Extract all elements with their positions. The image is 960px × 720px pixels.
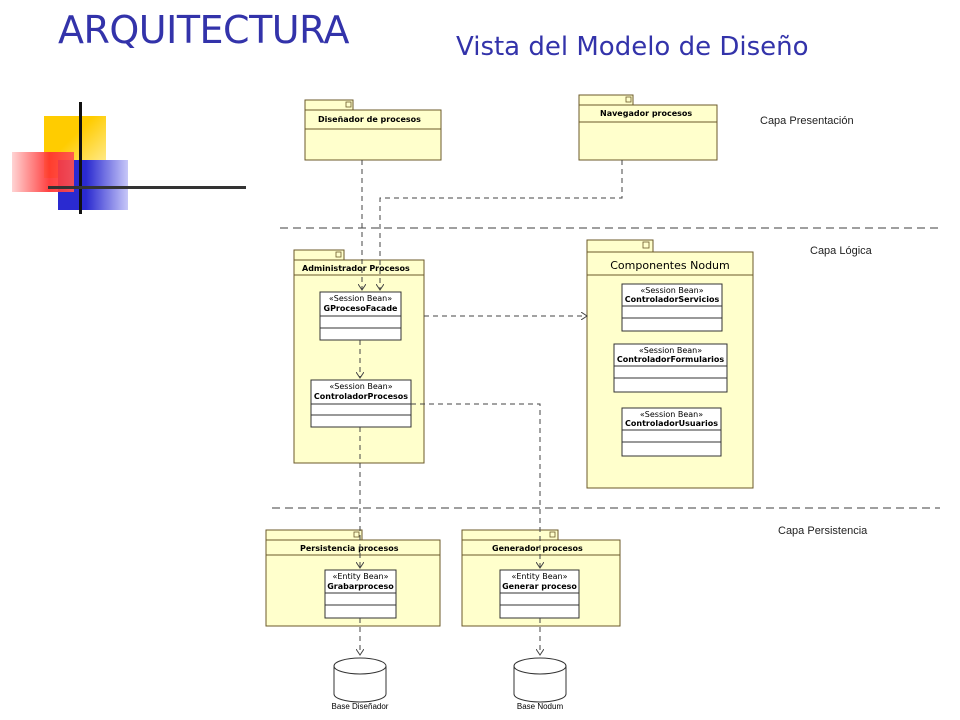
- layer-label-logic: Capa Lógica: [810, 245, 873, 257]
- class-name: ControladorProcesos: [314, 392, 408, 401]
- class-controladorusuarios[interactable]: «Session Bean» ControladorUsuarios: [621, 407, 722, 457]
- database-label: Base Nodum: [517, 702, 564, 711]
- page-subtitle: Vista del Modelo de Diseño: [456, 32, 809, 62]
- package-label: Generador procesos: [492, 544, 583, 553]
- class-stereotype: «Session Bean»: [329, 294, 392, 303]
- dependency-navegador-to-gproceso: [380, 160, 623, 290]
- page-title: ARQUITECTURA: [58, 8, 349, 52]
- layer-label-presentation: Capa Presentación: [760, 115, 854, 127]
- dependency-controlador-to-generador: [411, 403, 540, 568]
- class-controladorformularios[interactable]: «Session Bean» ControladorFormularios: [613, 343, 728, 393]
- class-controladorservicios[interactable]: «Session Bean» ControladorServicios: [621, 283, 723, 332]
- class-name: Generar proceso: [502, 582, 577, 591]
- class-stereotype: «Session Bean»: [639, 346, 702, 355]
- package-label: Componentes Nodum: [610, 259, 730, 272]
- package-label: Navegador procesos: [600, 109, 692, 118]
- database-label: Base Diseñador: [332, 702, 389, 711]
- package-label: Persistencia procesos: [300, 544, 399, 553]
- deco-red-square: [12, 152, 74, 192]
- class-name: ControladorServicios: [625, 295, 720, 304]
- class-stereotype: «Entity Bean»: [332, 572, 388, 581]
- deco-vertical-line: [79, 102, 82, 214]
- deco-horizontal-line: [48, 186, 246, 189]
- database-base-disenador[interactable]: Base Diseñador: [332, 657, 389, 711]
- class-stereotype: «Session Bean»: [640, 410, 703, 419]
- class-controladorprocesos[interactable]: «Session Bean» ControladorProcesos: [310, 379, 412, 428]
- class-stereotype: «Entity Bean»: [511, 572, 567, 581]
- class-stereotype: «Session Bean»: [329, 382, 392, 391]
- package-label: Diseñador de procesos: [318, 115, 421, 124]
- database-base-nodum[interactable]: Base Nodum: [513, 657, 567, 711]
- class-grabarproceso[interactable]: «Entity Bean» Grabarproceso: [324, 569, 397, 619]
- package-label: Administrador Procesos: [302, 264, 410, 273]
- package-navegador-procesos[interactable]: Navegador procesos: [578, 94, 718, 161]
- package-administrador-procesos[interactable]: Administrador Procesos: [293, 249, 425, 464]
- class-stereotype: «Session Bean»: [640, 286, 703, 295]
- package-disenador-procesos[interactable]: Diseñador de procesos: [304, 99, 442, 161]
- layer-label-persistence: Capa Persistencia: [778, 525, 868, 537]
- class-generar-proceso[interactable]: «Entity Bean» Generar proceso: [499, 569, 580, 619]
- class-name: Grabarproceso: [327, 582, 394, 591]
- class-name: GProcesoFacade: [324, 304, 399, 313]
- class-name: ControladorFormularios: [617, 355, 725, 364]
- class-gprocesofacade[interactable]: «Session Bean» GProcesoFacade: [319, 291, 402, 341]
- class-name: ControladorUsuarios: [625, 419, 718, 428]
